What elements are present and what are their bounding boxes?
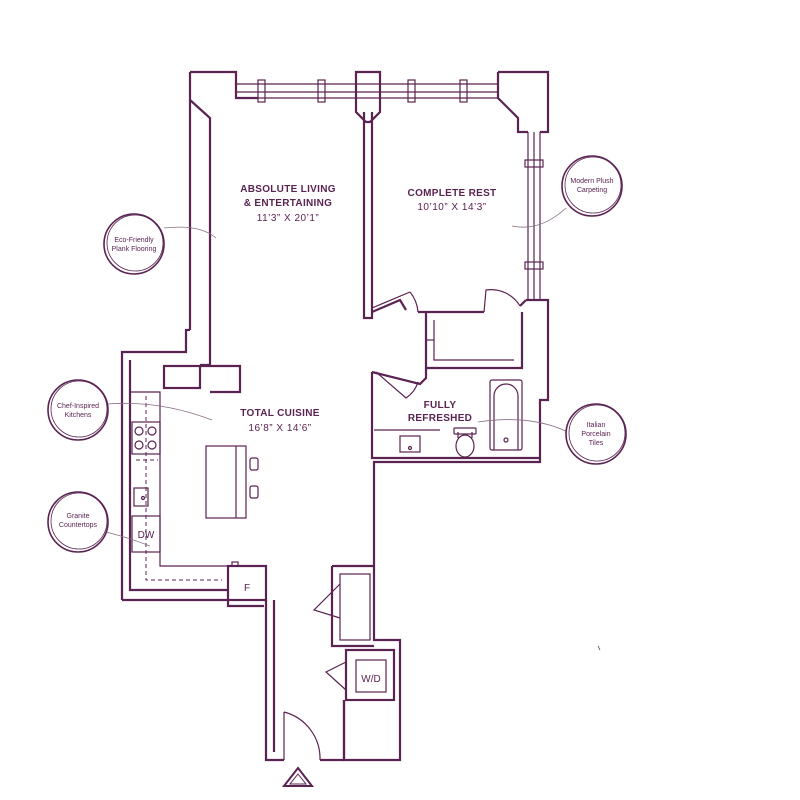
entry-area (281, 564, 396, 787)
kitchen-label: TOTAL CUISINE 16’8” X 14’6” (240, 408, 319, 434)
callout-carpeting-line1: Modern Plush (570, 178, 613, 185)
callout-carpeting: Modern Plush Carpeting (511, 155, 623, 228)
kitchen-name: TOTAL CUISINE (240, 408, 319, 419)
callout-tiles-line2: Porcelain (581, 431, 610, 438)
bath-name-line2: REFRESHED (408, 413, 472, 424)
callout-countertops-line2: Countertops (59, 522, 98, 529)
bath-name-line1: FULLY (424, 400, 457, 411)
exterior-walls (120, 70, 550, 762)
interior-walls (362, 112, 540, 460)
callout-countertops: Granite Countertops (47, 491, 151, 553)
living-room-dimensions: 11’3” X 20’1” (257, 213, 319, 224)
entry-arrow-icon (281, 766, 315, 787)
callout-tiles: Italian Porcelain Tiles (477, 403, 627, 465)
fridge-label: F (244, 583, 250, 594)
callout-kitchens: Chef-Inspired Kitchens (47, 379, 213, 441)
callout-tiles-line1: Italian (587, 422, 606, 429)
living-room-name-line2: & ENTERTAINING (244, 198, 332, 209)
callout-tiles-line3: Tiles (589, 440, 604, 447)
callout-carpeting-line2: Carpeting (577, 187, 607, 194)
callout-kitchens-line1: Chef-Inspired (57, 403, 99, 410)
dishwasher-label: DW (138, 530, 155, 541)
washer-dryer-label: W/D (361, 674, 380, 685)
bedroom-dimensions: 10’10” X 14’3” (417, 202, 486, 213)
bedroom-label: COMPLETE REST 10’10” X 14’3” (408, 188, 497, 213)
bath-label: FULLY REFRESHED (408, 400, 472, 424)
kitchen-area (130, 364, 268, 602)
callout-flooring: Eco-Friendly Plank Flooring (103, 213, 217, 275)
callout-flooring-line2: Plank Flooring (112, 246, 157, 253)
living-room-label: ABSOLUTE LIVING & ENTERTAINING 11’3” X 2… (240, 184, 336, 224)
kitchen-dimensions: 16’8” X 14’6” (248, 423, 311, 434)
callout-kitchens-line2: Kitchens (65, 412, 92, 419)
bedroom-name: COMPLETE REST (408, 188, 497, 199)
callout-countertops-line1: Granite (67, 513, 90, 520)
living-room-name-line1: ABSOLUTE LIVING (240, 184, 336, 195)
callout-flooring-line1: Eco-Friendly (114, 237, 154, 244)
